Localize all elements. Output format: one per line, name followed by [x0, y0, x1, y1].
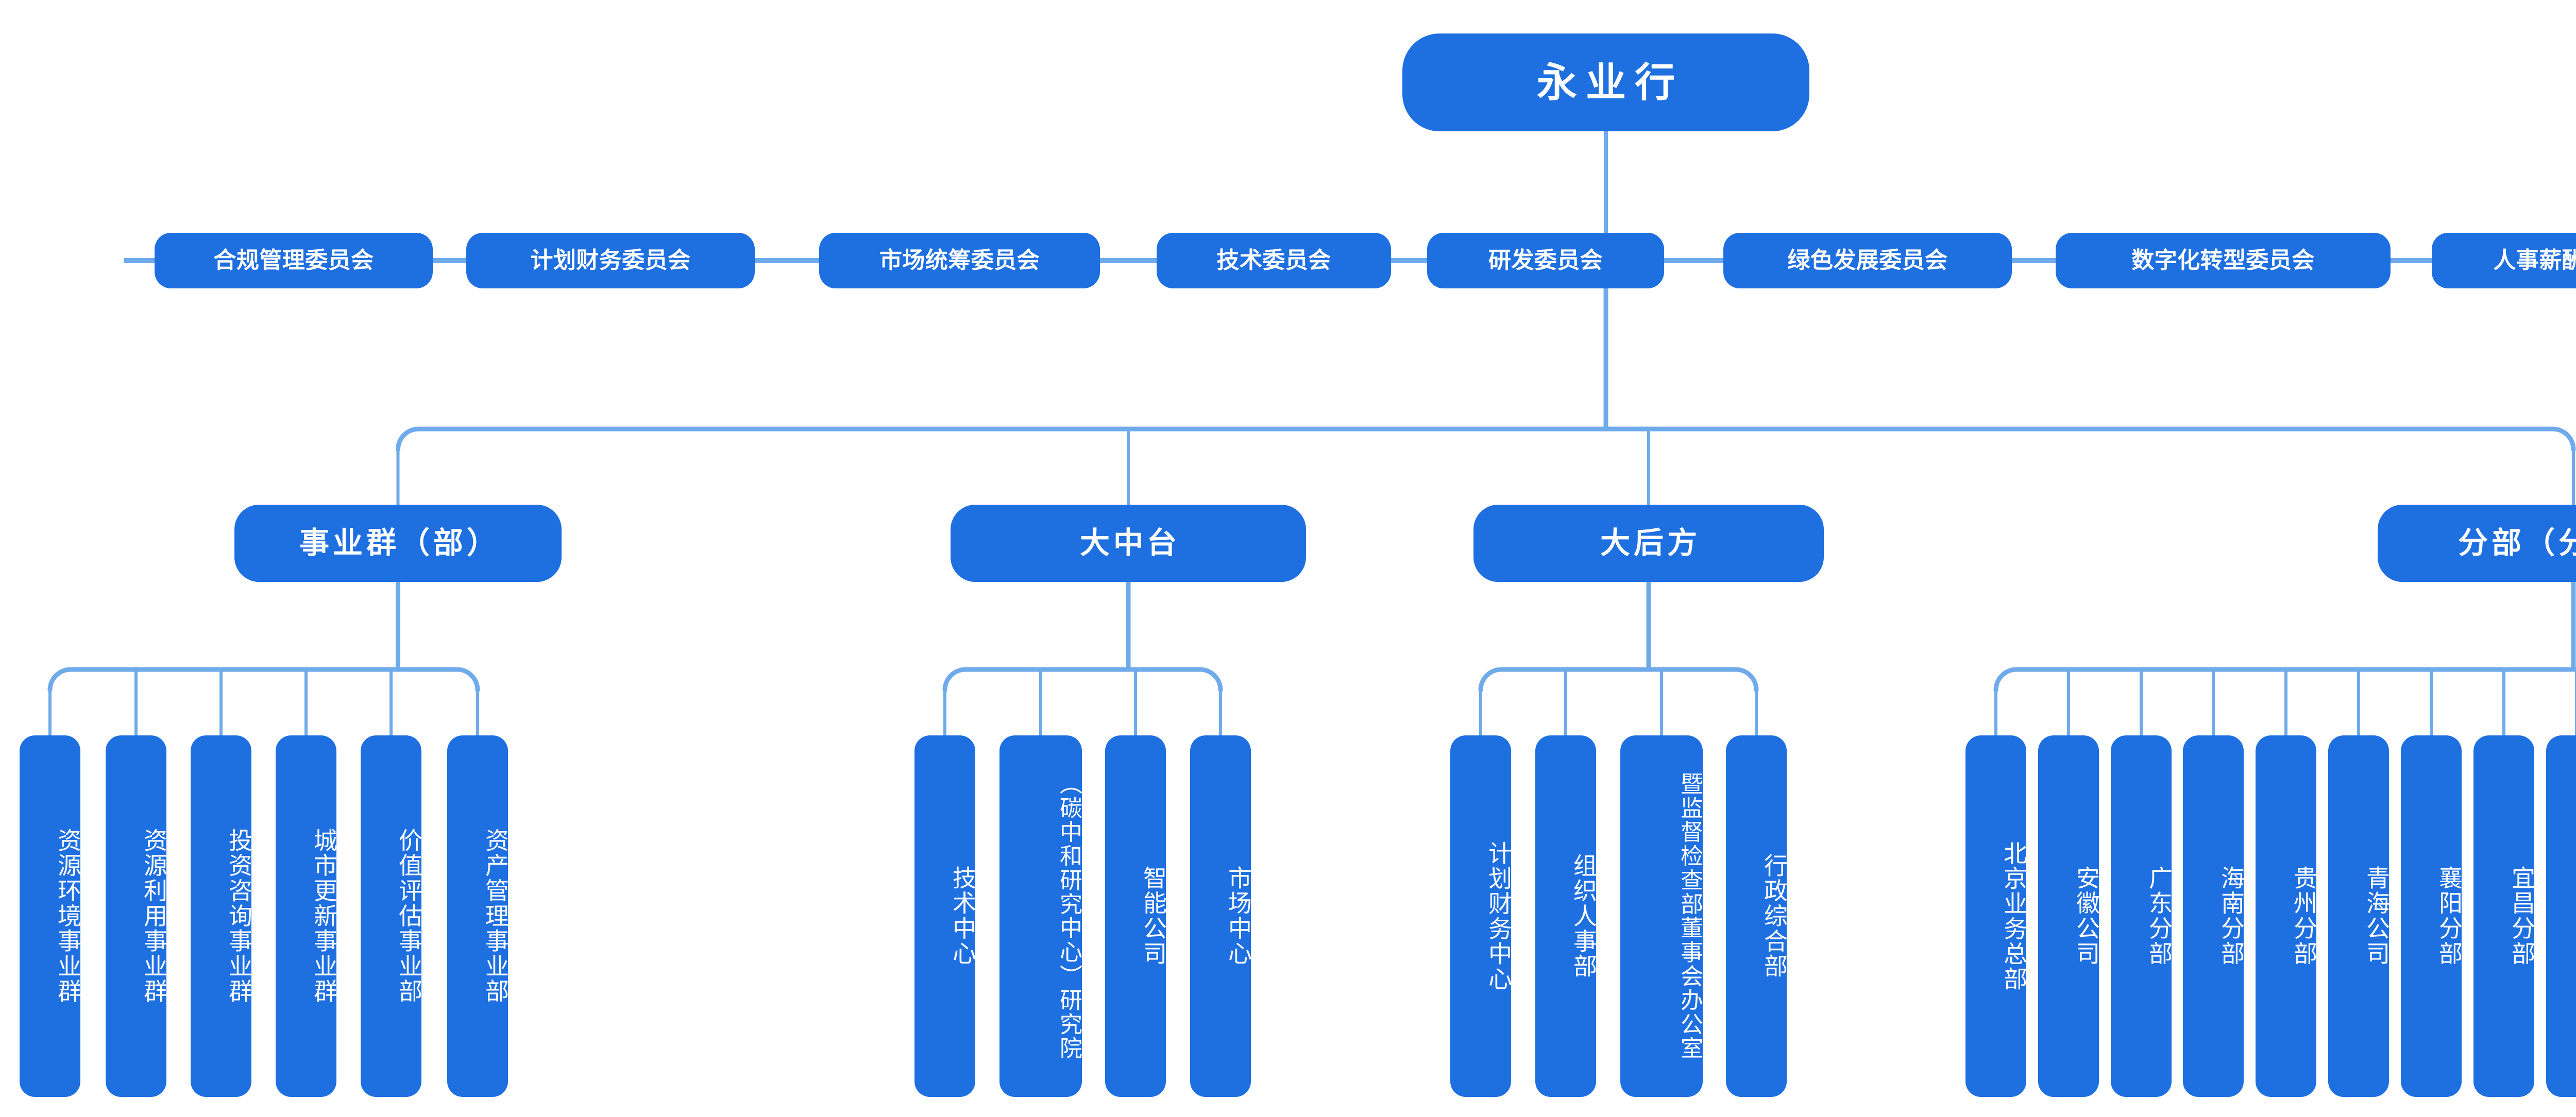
committee-node-1[interactable]: 合规管理委员会 — [155, 233, 433, 288]
committee-node-8[interactable]: 人事薪酬委员会 — [2432, 233, 2576, 288]
unit-node-1-3[interactable]: 投资咨询事业群 — [191, 735, 252, 1097]
unit-node-4-9[interactable]: 黄石分部 — [2546, 735, 2576, 1097]
unit-node-2-1[interactable]: 技术中心 — [914, 735, 976, 1097]
unit-label: 投资咨询事业群 — [226, 828, 252, 1004]
unit-label: 计划财务中心 — [1485, 840, 1512, 992]
unit-label: 市场中心 — [1225, 866, 1252, 967]
unit-node-3-4[interactable]: 行政综合部 — [1726, 735, 1788, 1097]
unit-node-2-3[interactable]: 智能公司 — [1105, 735, 1167, 1097]
unit-label: 组织人事部 — [1570, 853, 1597, 979]
unit-node-4-1[interactable]: 北京业务总部 — [1965, 735, 2027, 1097]
unit-label: 城市更新事业群 — [311, 828, 337, 1004]
org-root-node[interactable]: 永业行 — [1402, 33, 1809, 131]
unit-label: 技术中心 — [950, 866, 976, 967]
unit-label-col-a: 研究院 — [1056, 988, 1081, 1060]
unit-label: 资产管理事业部 — [482, 828, 509, 1004]
unit-node-1-6[interactable]: 资产管理事业部 — [447, 735, 509, 1097]
unit-label: 宜昌分部 — [2509, 866, 2535, 967]
unit-label: 价值评估事业部 — [396, 828, 422, 1004]
unit-label: 贵州分部 — [2291, 866, 2317, 967]
unit-node-1-1[interactable]: 资源环境事业群 — [20, 735, 81, 1097]
unit-label: 行政综合部 — [1761, 853, 1788, 979]
unit-label-col-b: 暨监督检查部 — [1677, 772, 1702, 916]
unit-node-1-2[interactable]: 资源利用事业群 — [106, 735, 167, 1097]
group-node-2[interactable]: 大中台 — [951, 505, 1306, 582]
committee-node-2[interactable]: 计划财务委员会 — [466, 233, 755, 288]
unit-node-4-7[interactable]: 襄阳分部 — [2401, 735, 2463, 1097]
unit-node-3-3[interactable]: 暨监督检查部董事会办公室 — [1620, 735, 1703, 1097]
committee-node-3[interactable]: 市场统筹委员会 — [819, 233, 1100, 288]
committee-node-6[interactable]: 绿色发展委员会 — [1723, 233, 2012, 288]
unit-node-3-2[interactable]: 组织人事部 — [1535, 735, 1597, 1097]
unit-node-2-4[interactable]: 市场中心 — [1190, 735, 1252, 1097]
unit-node-4-5[interactable]: 贵州分部 — [2256, 735, 2317, 1097]
group-node-1[interactable]: 事业群（部） — [234, 505, 562, 582]
unit-node-1-5[interactable]: 价值评估事业部 — [361, 735, 422, 1097]
unit-label-col-b: （碳中和研究中心） — [1056, 772, 1081, 988]
unit-label: 襄阳分部 — [2436, 866, 2463, 967]
unit-label: 青海公司 — [2363, 866, 2390, 967]
unit-node-4-6[interactable]: 青海公司 — [2328, 735, 2390, 1097]
committee-node-4[interactable]: 技术委员会 — [1157, 233, 1391, 288]
unit-label: 资源利用事业群 — [141, 828, 167, 1004]
unit-node-4-8[interactable]: 宜昌分部 — [2473, 735, 2535, 1097]
group-node-3[interactable]: 大后方 — [1473, 505, 1824, 582]
unit-label: 安徽公司 — [2073, 866, 2100, 967]
unit-label: 智能公司 — [1140, 866, 1167, 967]
unit-node-4-3[interactable]: 广东分部 — [2111, 735, 2173, 1097]
unit-label: 资源环境事业群 — [55, 828, 81, 1004]
committee-node-5[interactable]: 研发委员会 — [1427, 233, 1664, 288]
group-node-4[interactable]: 分部（分公司） — [2378, 505, 2576, 582]
unit-node-4-2[interactable]: 安徽公司 — [2038, 735, 2100, 1097]
committee-node-7[interactable]: 数字化转型委员会 — [2056, 233, 2391, 288]
unit-label: 海南分部 — [2218, 866, 2245, 967]
unit-label-col-a: 董事会办公室 — [1677, 916, 1702, 1060]
unit-label: 北京业务总部 — [2001, 840, 2027, 992]
unit-node-3-1[interactable]: 计划财务中心 — [1450, 735, 1512, 1097]
unit-label: 广东分部 — [2146, 866, 2173, 967]
unit-node-4-4[interactable]: 海南分部 — [2183, 735, 2245, 1097]
unit-node-1-4[interactable]: 城市更新事业群 — [276, 735, 337, 1097]
unit-node-2-2[interactable]: （碳中和研究中心）研究院 — [999, 735, 1082, 1097]
